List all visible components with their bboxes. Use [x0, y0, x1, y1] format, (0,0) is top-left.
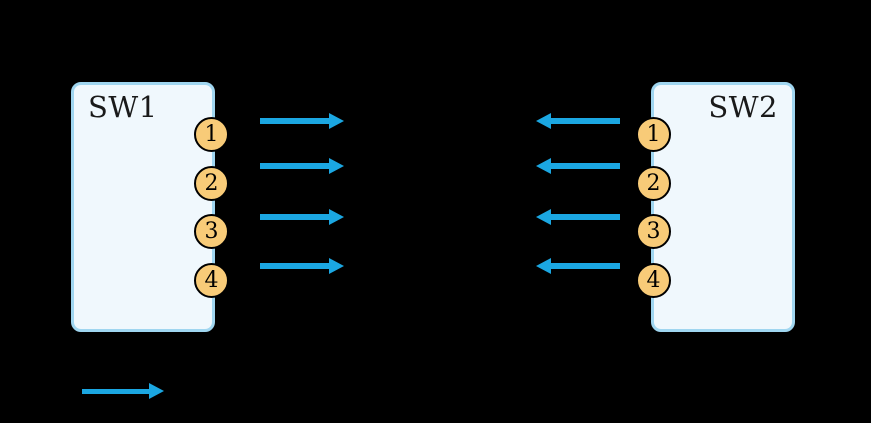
switch-sw2: SW2 1 2 3 4	[636, 82, 795, 332]
sw1-port4-tx-arrow-icon	[260, 258, 344, 274]
sw2-port2-tx-arrow-icon	[536, 158, 620, 174]
sw1-port-1: 1	[194, 117, 229, 152]
sw2-port1-tx-arrow-icon	[536, 113, 620, 129]
sw2-port-3: 3	[636, 214, 671, 249]
sw2-port-1: 1	[636, 117, 671, 152]
sw1-port2-tx-arrow-icon	[260, 158, 344, 174]
sw2-port4-tx-arrow-icon	[536, 258, 620, 274]
sw1-port-4: 4	[194, 263, 229, 298]
switch-sw1-label: SW1	[88, 90, 158, 124]
switch-sw2-label: SW2	[708, 90, 778, 124]
sw2-port-4: 4	[636, 263, 671, 298]
sw2-port3-tx-arrow-icon	[536, 209, 620, 225]
switch-sw1: SW1 1 2 3 4	[71, 82, 229, 332]
sw1-port3-tx-arrow-icon	[260, 209, 344, 225]
sw1-port1-tx-arrow-icon	[260, 113, 344, 129]
legend-arrow-icon	[82, 383, 164, 399]
sw1-port-2: 2	[194, 166, 229, 201]
sw1-port-3: 3	[194, 214, 229, 249]
sw2-port-2: 2	[636, 166, 671, 201]
